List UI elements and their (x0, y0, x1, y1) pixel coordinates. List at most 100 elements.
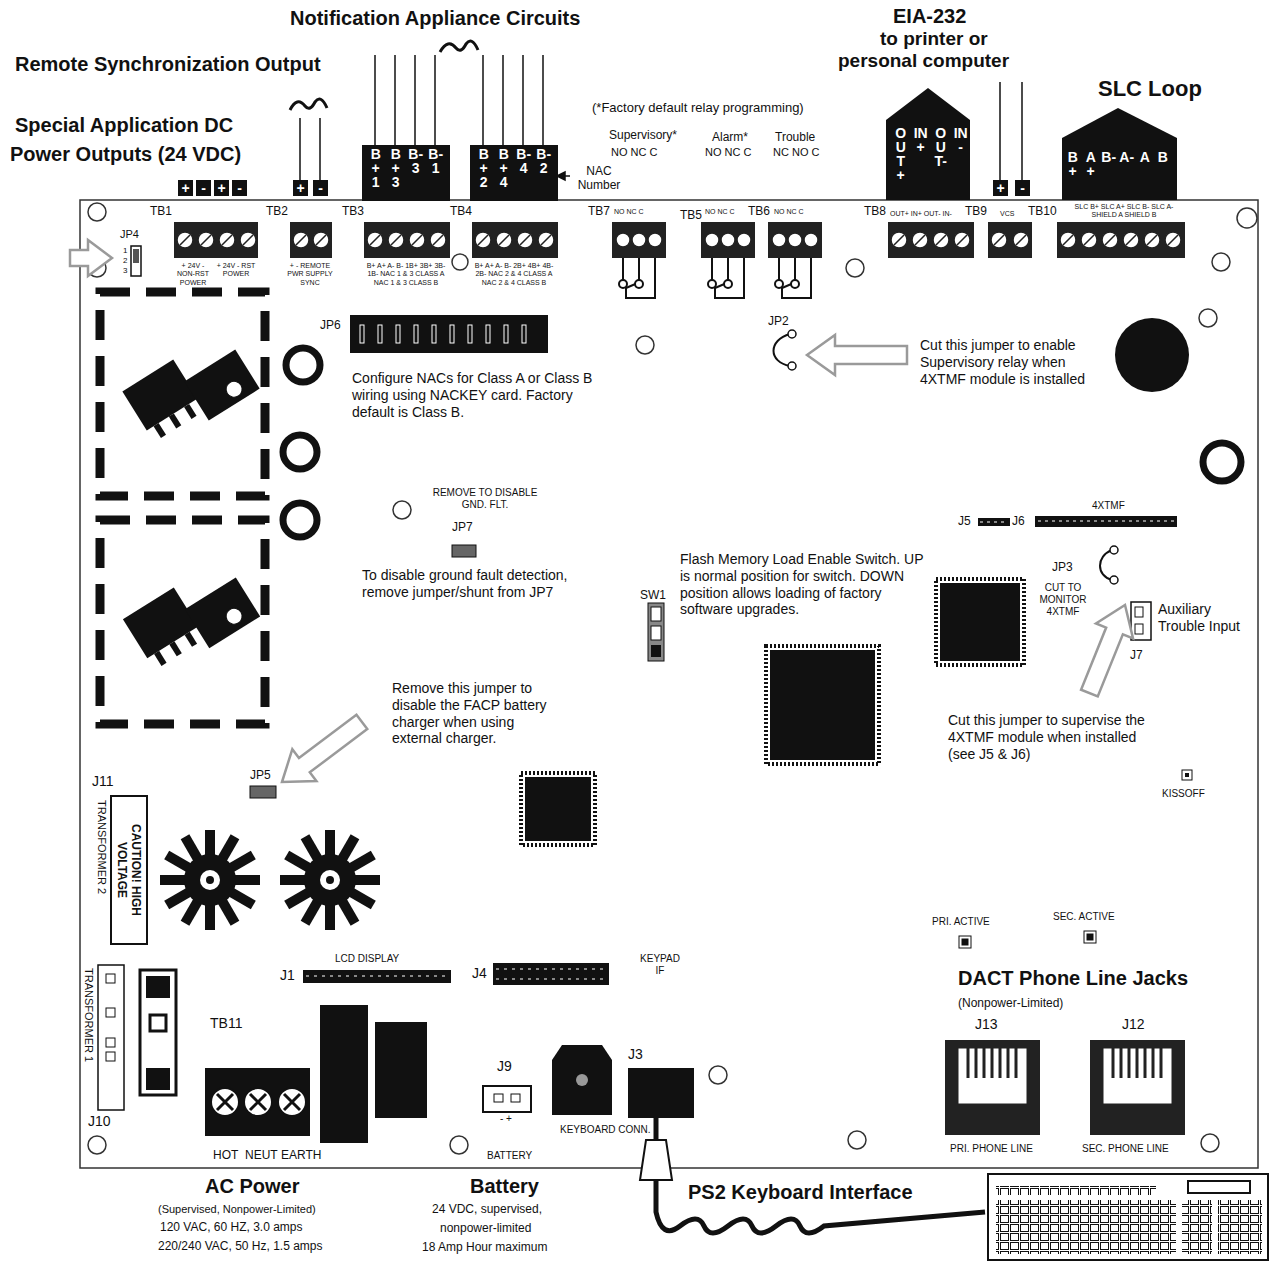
mounting-hole (88, 1136, 106, 1154)
terminal-cap (362, 145, 450, 201)
annotation-text: REMOVE TO DISABLE GND. FLT. (430, 487, 540, 511)
heatsink (169, 413, 182, 428)
terminal-marking: B+4 (496, 147, 511, 189)
power-connector (205, 1068, 310, 1136)
part-designator: J6 (1012, 514, 1025, 528)
nac-key-connector (350, 315, 548, 353)
phone-jack (945, 1040, 1185, 1135)
terminal-cap (178, 88, 1177, 201)
caution-box: CAUTION! HIGH VOLTAGE (110, 795, 148, 945)
jumper (774, 334, 791, 366)
ic-chip (521, 773, 595, 845)
heatsink (154, 423, 167, 438)
annotation-text: LCD DISPLAY (335, 953, 399, 965)
keyboard-cable (640, 1118, 985, 1233)
field-wire (482, 55, 484, 146)
relay-contact (775, 280, 783, 288)
relay-contact (779, 258, 811, 298)
heatsink (184, 350, 259, 421)
annotation-text: HOT (213, 1148, 238, 1162)
jumper (788, 330, 796, 338)
field-wire (542, 55, 544, 146)
part-designator: J3 (628, 1046, 643, 1063)
part-designator: JP5 (250, 768, 271, 782)
terminal-marking: + (214, 180, 229, 197)
nac-key-connector (486, 325, 490, 343)
power-connector (217, 1094, 300, 1110)
heatsink (100, 520, 265, 724)
group-brace (440, 41, 478, 52)
transformer-label: TRANSFORMER 1 (82, 968, 95, 1062)
terminal-cap (470, 145, 558, 201)
led-indicator (1087, 934, 1093, 940)
annotation-text: Supervisory* (609, 128, 677, 142)
section-heading: Notification Appliance Circuits (290, 6, 580, 30)
terminal-marking: A (1137, 150, 1152, 164)
terminal-marking: + (993, 180, 1008, 197)
part-designator: JP7 (452, 520, 473, 534)
led-indicator (962, 939, 968, 945)
terminal-marking: B- (1101, 150, 1116, 164)
power-connector (211, 1088, 306, 1116)
annotation-text: + 24V - RST POWER (215, 262, 257, 279)
buzzer (1115, 318, 1189, 392)
jumper (133, 249, 139, 263)
annotation-text: PRI. ACTIVE (932, 916, 990, 928)
keyboard (1218, 1200, 1262, 1254)
annotation-text: NEUT (245, 1148, 278, 1162)
relay-contact (791, 280, 799, 288)
power-connector (483, 1086, 531, 1112)
annotation-text: + - REMOTE PWR SUPPLY SYNC (286, 262, 334, 287)
part-designator: J5 (958, 514, 971, 528)
terminal-cap (232, 180, 247, 196)
power-connector (552, 1045, 612, 1115)
relay-contact (708, 280, 716, 288)
hollow-arrow (807, 335, 907, 375)
part-designator: J9 (497, 1058, 512, 1075)
annotation-text: (Supervised, Nonpower-Limited) (158, 1203, 316, 1216)
power-connector (576, 1074, 588, 1086)
nac-key-connector (360, 325, 526, 343)
annotation-text: Remove this jumper to disable the FACP b… (392, 680, 562, 747)
jumper (250, 786, 276, 798)
terminal-block (705, 233, 719, 247)
heatsink (122, 360, 205, 443)
terminal-marking: B+3 (388, 147, 403, 189)
phone-jack (968, 1048, 1016, 1078)
part-designator: J12 (1122, 1016, 1145, 1033)
heatsink (223, 378, 245, 400)
jumper (788, 362, 796, 370)
annotation-text: 2 (123, 256, 127, 266)
part-designator: TB10 (1028, 204, 1057, 218)
ic-chip (936, 579, 1024, 665)
heatsink (184, 404, 197, 419)
part-designator: TB5 (680, 208, 702, 222)
terminal-block (701, 222, 755, 258)
terminal-block (174, 222, 1185, 258)
power-connector (375, 1022, 427, 1118)
section-heading: SLC Loop (1098, 76, 1202, 102)
section-heading: Remote Synchronization Output (15, 52, 321, 76)
relay-contact (724, 280, 732, 288)
header-connector (978, 518, 1010, 526)
phone-jack (1113, 1048, 1161, 1078)
phone-jack (1090, 1040, 1185, 1135)
power-connector (106, 974, 115, 983)
terminal-marking: IN+ (913, 126, 928, 154)
led-indicator (959, 936, 971, 948)
annotation-text: CUT TO MONITOR 4XTMF (1038, 582, 1088, 618)
relay-contact (623, 258, 655, 298)
keyboard (1182, 1200, 1212, 1254)
part-designator: TB8 (864, 204, 886, 218)
terminal-marking: + (293, 180, 308, 197)
nac-key-connector (414, 325, 418, 343)
nac-key-connector (396, 325, 400, 343)
hollow-arrow (270, 706, 374, 798)
jumper (1100, 550, 1112, 580)
flash-switch (648, 603, 664, 661)
terminal-cap (1062, 108, 1177, 200)
section-heading: Special Application DC (15, 113, 233, 137)
annotation-text: + 24V - NON-RST POWER (172, 262, 214, 287)
cooling-fan (280, 830, 380, 930)
